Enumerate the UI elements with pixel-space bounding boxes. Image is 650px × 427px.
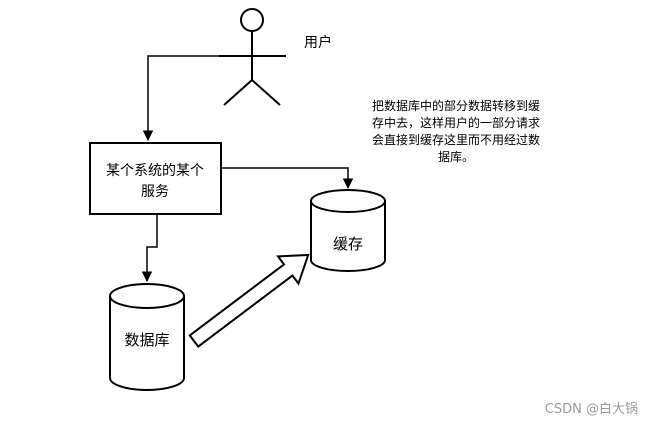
user-label: 用户 xyxy=(304,34,332,51)
system-to-cache-arrow xyxy=(221,167,354,190)
database-cylinder xyxy=(109,283,185,391)
cache-label: 缓存 xyxy=(333,235,363,253)
system-label-line2: 服务 xyxy=(141,184,169,200)
system-label-line1: 某个系统的某个 xyxy=(106,163,204,179)
system-to-database-arrow xyxy=(141,214,158,283)
cache-cylinder xyxy=(310,189,386,272)
user-to-system-arrow xyxy=(142,55,219,142)
database-label: 数据库 xyxy=(124,331,169,349)
user-actor-icon xyxy=(219,8,286,106)
explanation-note: 把数据库中的部分数据转移到缓存中去，这样用户的一部分请求会直接到缓存这里而不用经… xyxy=(371,99,540,164)
migration-block-arrow xyxy=(188,253,310,348)
watermark: CSDN @白大锅 xyxy=(544,402,638,417)
system-service-box xyxy=(89,142,222,215)
